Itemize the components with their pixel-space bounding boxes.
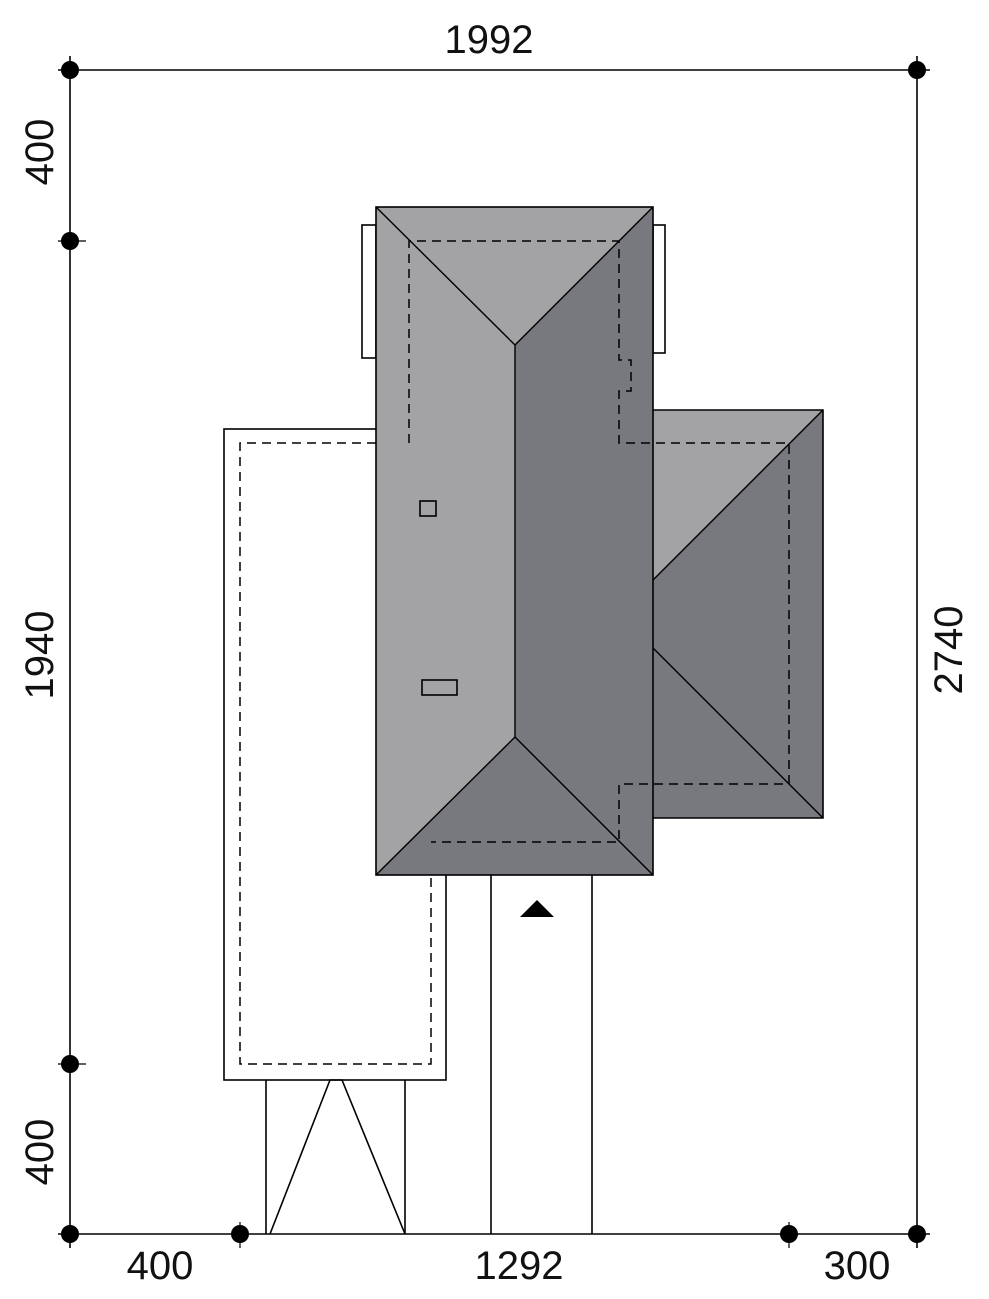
- filled-circle-icon: [61, 1055, 79, 1073]
- hidden-wall-lines: [408, 240, 790, 843]
- side-wing-hip-bottom: [652, 647, 824, 819]
- dimension-label-bottom-middle: 1292: [475, 1244, 564, 1288]
- side-wing-roof-outline: [653, 409, 824, 819]
- dimension-label-bottom-right: 300: [824, 1244, 891, 1288]
- filled-circle-icon: [231, 1225, 249, 1243]
- side-wing-hip-top: [652, 409, 824, 581]
- entrance-path: [490, 875, 593, 1234]
- driveway: [265, 1079, 406, 1235]
- filled-circle-icon: [61, 1225, 79, 1243]
- main-roof-face-bottom: [376, 737, 653, 875]
- main-roof-face-left: [376, 207, 515, 875]
- triangle-up-icon: [520, 900, 554, 917]
- dimension-label-right-total: 2740: [927, 606, 971, 695]
- main-house-hidden-wall-line: [408, 240, 790, 843]
- dimension-label-bottom-left: 400: [127, 1244, 194, 1288]
- filled-circle-icon: [61, 232, 79, 250]
- roof-window: [421, 679, 458, 696]
- filled-circle-icon: [908, 61, 926, 79]
- main-roof-hip-top-right: [514, 206, 654, 346]
- filled-circle-icon: [780, 1225, 798, 1243]
- dimension-nodes: [61, 61, 926, 1243]
- gate-swing-mark: [269, 1079, 406, 1235]
- carport-hidden-wall-line: [239, 442, 432, 1065]
- filled-circle-icon: [908, 1225, 926, 1243]
- main-roof-hip-bottom-right: [514, 736, 654, 876]
- main-roof-outline: [375, 206, 654, 876]
- side-wing-roof: [652, 409, 824, 819]
- dimension-label-left-top: 400: [18, 119, 62, 186]
- filled-circle-icon: [61, 61, 79, 79]
- dimension-label-top-total: 1992: [445, 18, 534, 62]
- dimension-labels: 1992 400 1940 400 2740 400 1292 300: [18, 18, 971, 1288]
- bay-window-right: [652, 224, 666, 354]
- main-roof-face-right: [515, 207, 653, 875]
- main-roof-hip-top-left: [375, 206, 516, 346]
- dimension-label-left-bottom: 400: [18, 1119, 62, 1186]
- main-roof-hip-bottom-left: [375, 736, 516, 876]
- bay-window-left: [361, 224, 377, 359]
- main-roof: [375, 206, 654, 876]
- side-wing-roof-face-right: [653, 410, 823, 818]
- chimney: [419, 500, 437, 517]
- dimension-label-left-middle: 1940: [18, 611, 62, 700]
